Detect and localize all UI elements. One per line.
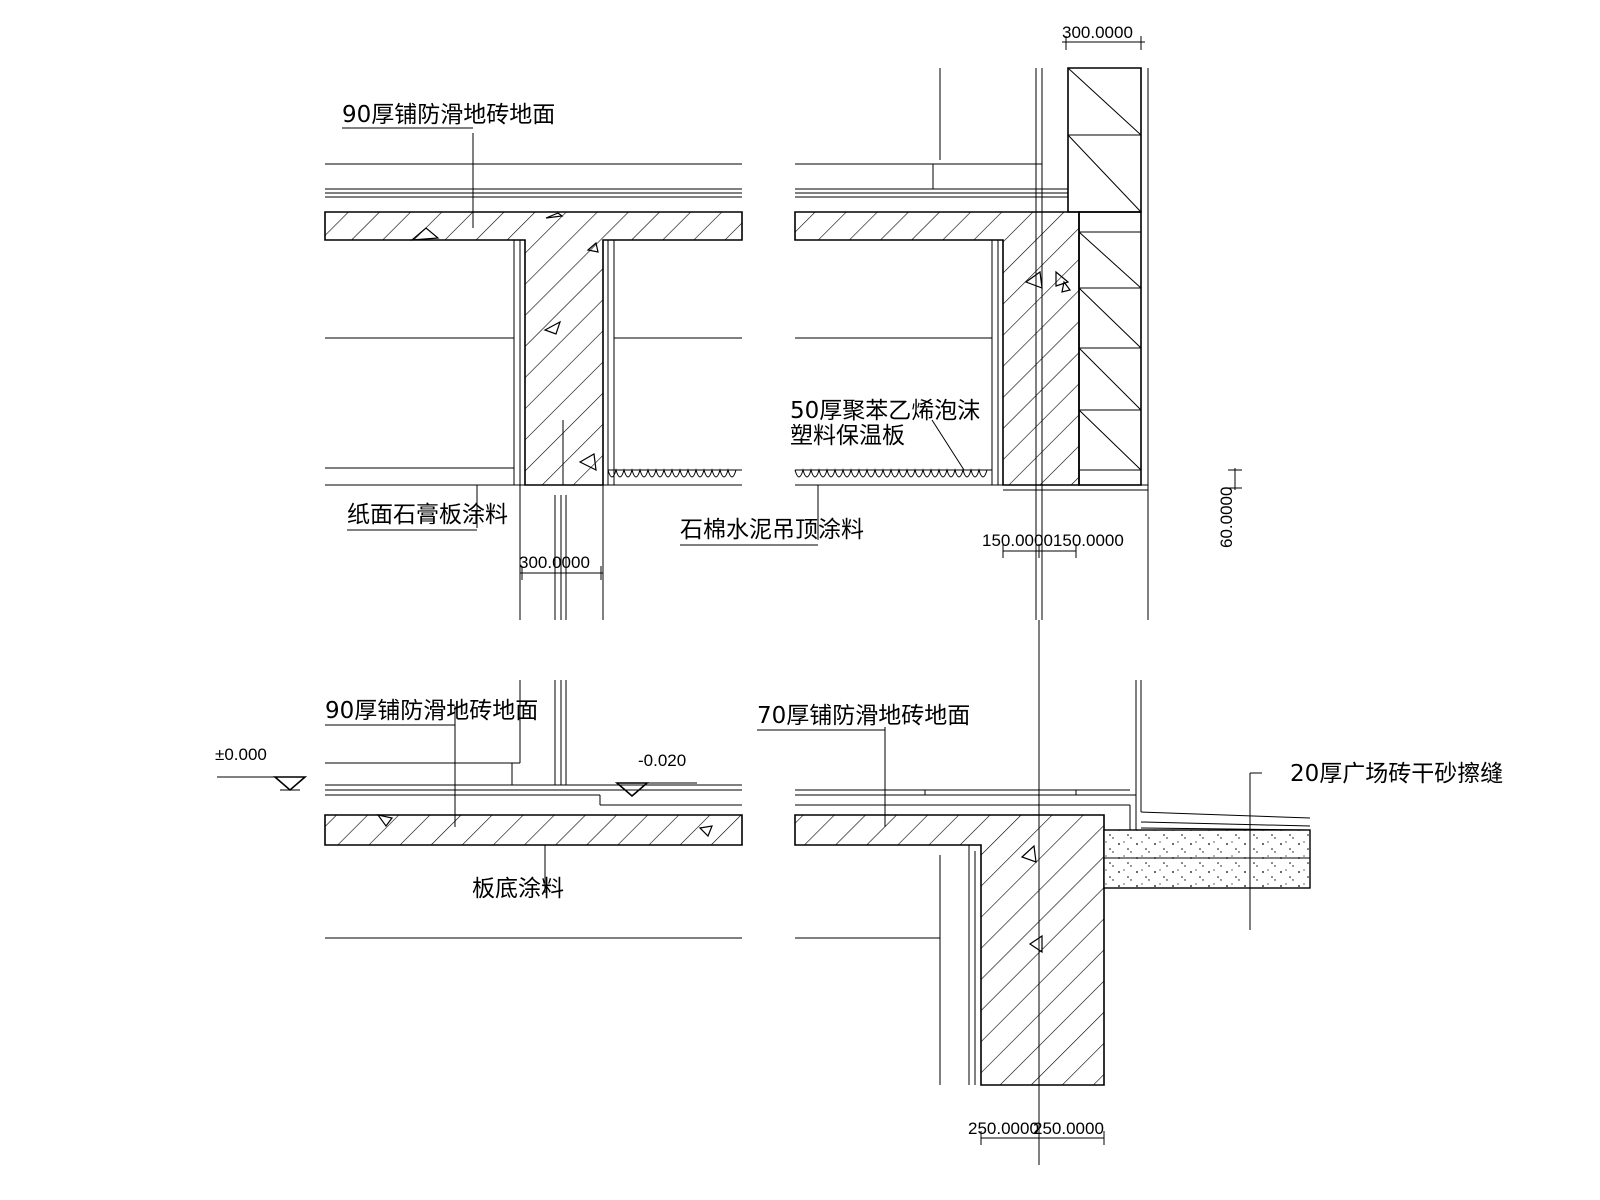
label-asbestos: 石棉水泥吊顶涂料 [680, 517, 864, 543]
top-left-slab [324, 133, 743, 620]
dim-mid-left: 300.0000 [519, 553, 590, 572]
level-zero-text: ±0.000 [215, 745, 267, 764]
dim-bottom-left: 250.0000 [968, 1119, 1039, 1138]
dim-bottom-right: 250.0000 [1033, 1119, 1104, 1138]
label-floor-bottom-right: 70厚铺防滑地砖地面 [757, 703, 970, 729]
dim-mid-right: 150.0000150.0000 [982, 531, 1124, 550]
label-floor-top-left: 90厚铺防滑地砖地面 [342, 102, 555, 128]
label-gypsum: 纸面石膏板涂料 [347, 502, 508, 528]
level-marker-zero: ±0.000 [215, 745, 308, 792]
dimension-lines [520, 36, 1242, 1145]
bottom-left-slab [324, 680, 743, 939]
bottom-right-slab [794, 620, 1311, 1165]
label-plaza-brick: 20厚广场砖干砂擦缝 [1290, 761, 1503, 787]
dim-vertical: 60.0000 [1217, 487, 1236, 548]
level-minus-text: -0.020 [638, 751, 686, 770]
dim-top-right: 300.0000 [1062, 23, 1133, 42]
label-floor-bottom-left: 90厚铺防滑地砖地面 [325, 698, 538, 724]
label-eps-line1: 50厚聚苯乙烯泡沫 [790, 398, 980, 424]
level-marker-minus: -0.020 [614, 751, 697, 798]
top-right-slab [794, 67, 1149, 620]
label-slab-bottom: 板底涂料 [472, 876, 564, 902]
label-eps-line2: 塑料保温板 [790, 423, 905, 449]
